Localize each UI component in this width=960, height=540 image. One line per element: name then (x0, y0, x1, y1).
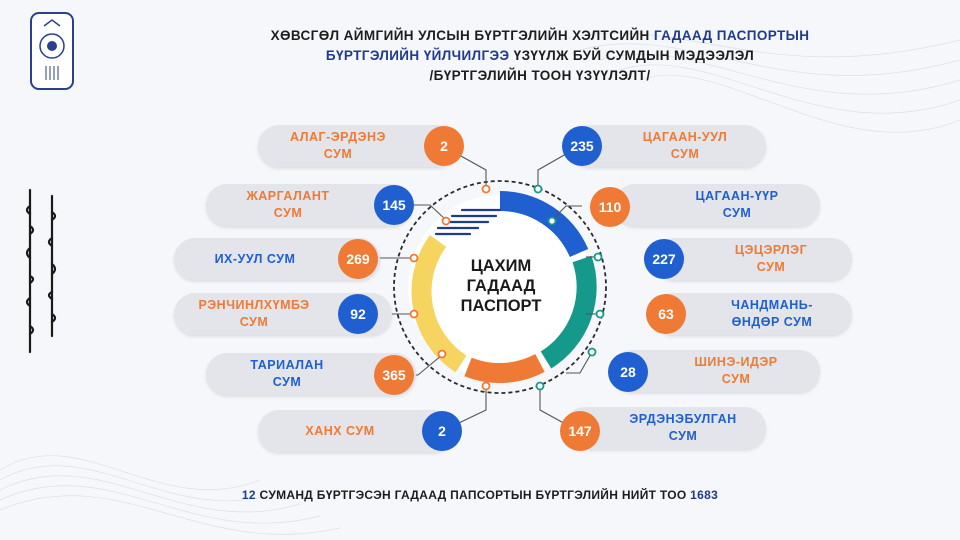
connector-dot (595, 309, 605, 319)
right-item-pill (654, 238, 852, 280)
vertical-script-decoration (25, 188, 57, 354)
left-item-label: АЛАГ-ЭРДЭНЭ СУМ (290, 130, 386, 161)
left-item-value: 269 (338, 239, 378, 279)
organization-logo (30, 12, 74, 90)
right-item-value: 227 (644, 239, 684, 279)
connector-dot (547, 216, 557, 226)
left-item-value: 2 (422, 411, 462, 451)
left-item-value: 365 (374, 355, 414, 395)
page-title: ХӨВСГӨЛ АЙМГИЙН УЛСЫН БҮРТГЭЛИЙН ХЭЛТСИЙ… (270, 28, 810, 83)
right-item-label: ЦАГААН-УУЛ СУМ (642, 130, 728, 161)
ring-segment-teal (540, 255, 597, 369)
right-item-label: ЦЭЦЭРЛЭГ СУМ (734, 243, 808, 274)
left-item-label: ИХ-УУЛ СУМ (214, 251, 296, 266)
right-item-label: ЭРДЭНЭБУЛГАН СУМ (629, 412, 737, 443)
left-item-value: 145 (374, 185, 414, 225)
right-item-label: ШИНЭ-ИДЭР СУМ (694, 355, 778, 386)
connector-dot (535, 381, 545, 391)
right-item-value: 63 (646, 294, 686, 334)
ring-segment-blue (499, 191, 589, 258)
inner-white-disc (408, 195, 592, 379)
left-item-value: 2 (424, 126, 464, 166)
outer-dashed-ring (393, 180, 607, 394)
right-item-value: 110 (590, 187, 630, 227)
left-item-pill (258, 410, 454, 452)
connector-dot (409, 309, 419, 319)
right-item-value: 147 (560, 411, 600, 451)
connector-dot (481, 381, 491, 391)
connector-dot (441, 216, 451, 226)
left-item-label: ТАРИАЛАН СУМ (250, 358, 324, 389)
left-item-label: ЖАРГАЛАНТ СУМ (246, 189, 330, 220)
right-item-value: 235 (562, 126, 602, 166)
center-label: ЦАХИМ ГАДААД ПАСПОРТ (460, 257, 542, 315)
ring-segment-orange (464, 354, 545, 384)
right-item-value: 28 (608, 352, 648, 392)
connector-dot (533, 184, 543, 194)
speed-lines (434, 208, 502, 236)
connector-dot (593, 252, 603, 262)
connector-dot (587, 347, 597, 357)
left-item-label: ХАНХ СУМ (305, 423, 375, 438)
connector-dot (409, 253, 419, 263)
left-item-value: 92 (338, 294, 378, 334)
connector-dot (481, 184, 491, 194)
right-item-pill (614, 184, 820, 226)
total-summary: 12 СУМАНД БҮРТГЭСЭН ГАДААД ПАПСОРТЫН БҮР… (241, 488, 719, 502)
connector-dot (437, 349, 447, 359)
right-item-label: ЦАГААН-ҮҮР СУМ (695, 189, 779, 220)
right-item-label: ЧАНДМАНЬ- ӨНДӨР СУМ (731, 298, 813, 329)
left-item-label: РЭНЧИНЛХҮМБЭ СУМ (198, 298, 310, 329)
ring-segment-yellow (411, 235, 467, 373)
